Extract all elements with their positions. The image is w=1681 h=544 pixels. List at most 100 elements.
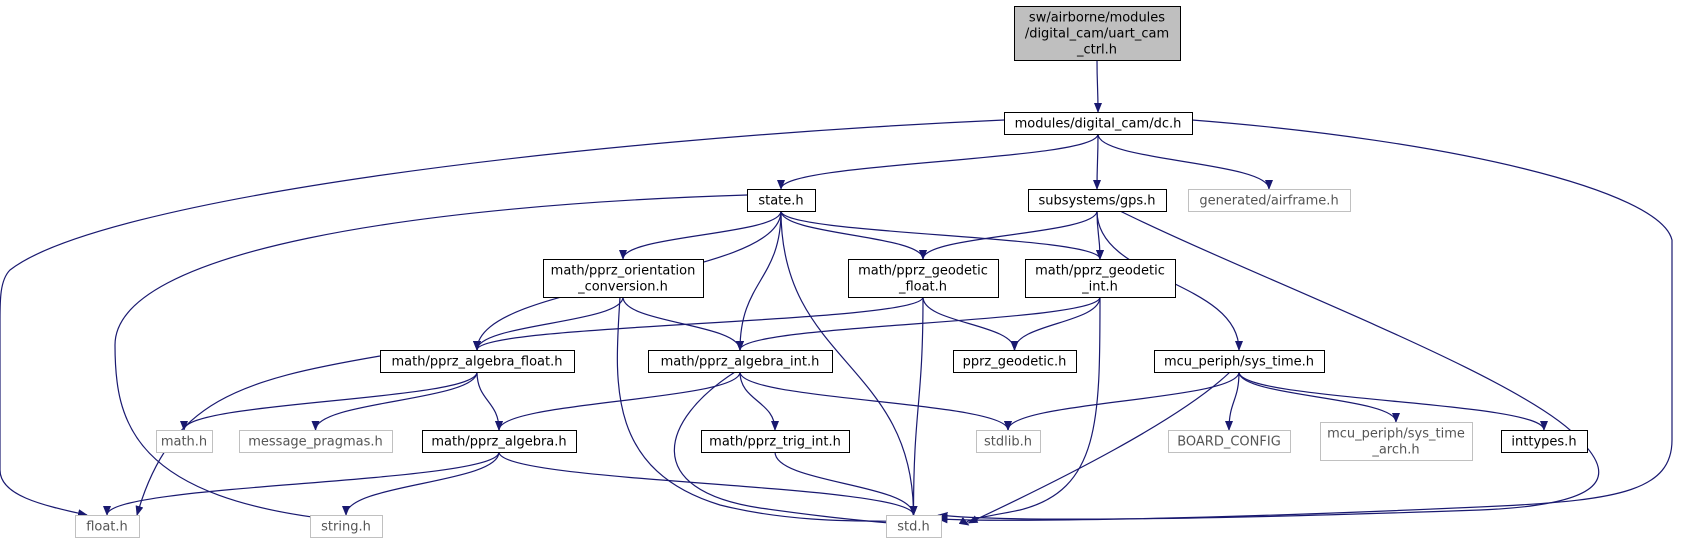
- edge-algint-to-stdh: [673, 371, 915, 529]
- node-label-dc-0: modules/digital_cam/dc.h: [1015, 117, 1182, 132]
- node-algfloat[interactable]: math/pprz_algebra_float.h: [380, 350, 575, 373]
- node-box-geofloat: [848, 259, 999, 298]
- edge-state-to-geoint: [780, 210, 1104, 260]
- node-label-geodetic-0: pprz_geodetic.h: [963, 355, 1067, 370]
- edge-state-to-algint: [736, 210, 782, 351]
- node-stdh: std.h: [886, 515, 942, 538]
- edge-systime-to-stdh: [967, 371, 1231, 524]
- node-airframe: generated/airframe.h: [1188, 189, 1351, 212]
- node-label-inttypes-0: inttypes.h: [1511, 435, 1576, 450]
- node-label-mathh-0: math.h: [161, 435, 207, 450]
- node-label-stdlib-0: stdlib.h: [984, 435, 1032, 450]
- node-label-systimearch-1: _arch.h: [1371, 443, 1419, 458]
- edge-algfloat-to-msgprag: [311, 371, 478, 431]
- node-label-stringh-0: string.h: [321, 520, 371, 535]
- node-label-airframe-0: generated/airframe.h: [1199, 194, 1338, 209]
- node-box-state: [747, 189, 816, 212]
- node-mathh: math.h: [156, 430, 213, 453]
- node-label-orient-1: _conversion.h: [577, 280, 668, 295]
- node-box-airframe: [1188, 189, 1351, 212]
- node-label-gps-0: subsystems/gps.h: [1038, 194, 1155, 209]
- node-box-root: [1014, 6, 1181, 61]
- node-stdlib: stdlib.h: [976, 430, 1041, 453]
- node-label-stdh-0: std.h: [897, 520, 930, 535]
- node-root[interactable]: sw/airborne/modules/digital_cam/uart_cam…: [1014, 6, 1181, 61]
- node-label-orient-0: math/pprz_orientation: [551, 264, 696, 279]
- node-label-systimearch-0: mcu_periph/sys_time: [1327, 427, 1465, 442]
- node-box-orient: [543, 259, 704, 298]
- edge-geofloat-to-algfloat: [473, 296, 924, 351]
- node-inttypes[interactable]: inttypes.h: [1501, 430, 1588, 453]
- node-geodetic[interactable]: pprz_geodetic.h: [953, 350, 1077, 373]
- node-box-trigint: [701, 430, 850, 453]
- edge-algint-to-algebra: [495, 371, 741, 431]
- edge-state-to-orient: [619, 210, 782, 260]
- node-systimearch: mcu_periph/sys_time_arch.h: [1320, 422, 1473, 461]
- node-stringh: string.h: [310, 515, 383, 538]
- node-box-geodetic: [953, 350, 1077, 373]
- edge-dc-to-floath: [0, 119, 1005, 518]
- edge-algint-to-stdlib: [739, 371, 1012, 431]
- node-msgprag: message_pragmas.h: [239, 430, 393, 453]
- edge-systime-to-stdlib: [1004, 371, 1240, 431]
- node-algebra[interactable]: math/pprz_algebra.h: [422, 430, 577, 453]
- edge-root-to-dc: [1093, 59, 1102, 113]
- nodes-layer: sw/airborne/modules/digital_cam/uart_cam…: [75, 6, 1588, 538]
- node-box-gps: [1028, 189, 1167, 212]
- edge-trigint-to-stdh: [774, 451, 918, 516]
- node-box-dc: [1004, 112, 1193, 135]
- node-label-geoint-1: _int.h: [1081, 280, 1118, 295]
- node-dc[interactable]: modules/digital_cam/dc.h: [1004, 112, 1193, 135]
- node-box-algfloat: [380, 350, 575, 373]
- edge-geoint-to-geodetic: [1010, 296, 1101, 351]
- edge-systime-to-systimearch: [1238, 371, 1400, 423]
- node-box-stdlib: [976, 430, 1041, 453]
- node-box-systimearch: [1320, 422, 1473, 461]
- edge-state-to-stringh: [114, 194, 748, 525]
- edge-geoint-to-algint: [736, 296, 1101, 351]
- node-label-geoint-0: math/pprz_geodetic: [1035, 264, 1165, 279]
- node-floath: float.h: [75, 515, 140, 538]
- edge-dc-to-state: [777, 133, 1099, 190]
- node-algint[interactable]: math/pprz_algebra_int.h: [648, 350, 833, 373]
- node-label-root-2: _ctrl.h: [1076, 43, 1117, 58]
- node-label-board-0: BOARD_CONFIG: [1177, 435, 1281, 450]
- node-label-geofloat-1: _float.h: [898, 280, 947, 295]
- node-label-trigint-0: math/pprz_trig_int.h: [709, 435, 841, 450]
- edge-orient-to-stdh: [616, 296, 915, 526]
- edge-algfloat-to-algebra: [476, 371, 503, 431]
- node-box-stringh: [310, 515, 383, 538]
- edge-algfloat-to-mathh: [180, 371, 478, 431]
- node-label-algint-0: math/pprz_algebra_int.h: [661, 355, 820, 370]
- edge-algfloat-to-floath: [135, 355, 381, 516]
- edges-layer: [0, 59, 1673, 529]
- edge-dc-to-stdh: [937, 119, 1673, 524]
- node-systime[interactable]: mcu_periph/sys_time.h: [1154, 350, 1325, 373]
- node-box-board: [1168, 430, 1291, 453]
- node-box-algebra: [422, 430, 577, 453]
- node-gps[interactable]: subsystems/gps.h: [1028, 189, 1167, 212]
- node-orient[interactable]: math/pprz_orientation_conversion.h: [543, 259, 704, 298]
- node-geofloat[interactable]: math/pprz_geodetic_float.h: [848, 259, 999, 298]
- edge-orient-to-algfloat: [473, 296, 624, 351]
- node-label-msgprag-0: message_pragmas.h: [248, 435, 383, 450]
- edge-dc-to-airframe: [1097, 133, 1273, 190]
- node-label-floath-0: float.h: [86, 520, 128, 535]
- node-box-algint: [648, 350, 833, 373]
- edge-dc-to-gps: [1093, 133, 1102, 190]
- node-state[interactable]: state.h: [747, 189, 816, 212]
- node-label-algebra-0: math/pprz_algebra.h: [431, 435, 566, 450]
- node-label-algfloat-0: math/pprz_algebra_float.h: [392, 355, 563, 370]
- node-box-inttypes: [1501, 430, 1588, 453]
- edge-systime-to-inttypes: [1238, 371, 1548, 431]
- node-geoint[interactable]: math/pprz_geodetic_int.h: [1025, 259, 1176, 298]
- node-box-systime: [1154, 350, 1325, 373]
- edge-gps-to-stdh: [937, 210, 1600, 520]
- edge-gps-to-geofloat: [919, 210, 1098, 260]
- edge-geofloat-to-geodetic: [922, 296, 1019, 351]
- node-trigint[interactable]: math/pprz_trig_int.h: [701, 430, 850, 453]
- node-board: BOARD_CONFIG: [1168, 430, 1291, 453]
- node-label-state-0: state.h: [758, 194, 803, 209]
- node-box-stdh: [886, 515, 942, 538]
